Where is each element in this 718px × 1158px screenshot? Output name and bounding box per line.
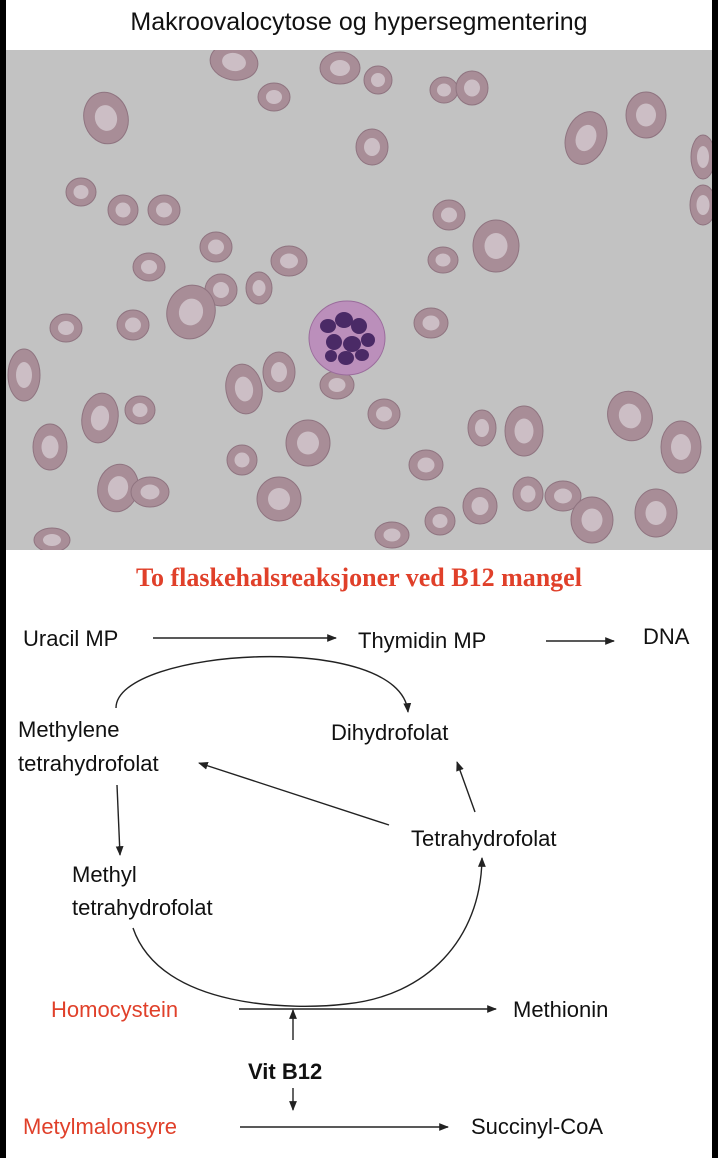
red-blood-cell <box>356 129 388 165</box>
red-blood-cell <box>320 52 360 84</box>
red-blood-cell <box>131 477 169 507</box>
red-blood-cell <box>364 66 392 94</box>
red-blood-cell <box>246 272 272 304</box>
arrow-methyl-to-tetrahydrofolat <box>133 858 482 1006</box>
red-blood-cell <box>258 83 290 111</box>
arrow-methylene-to-methyl <box>117 785 120 855</box>
red-blood-cell <box>33 424 67 470</box>
red-blood-cell <box>263 352 295 392</box>
red-blood-cell <box>571 497 613 543</box>
red-blood-cell <box>433 200 465 230</box>
red-blood-cell <box>414 308 448 338</box>
nucleus-lobe <box>355 349 369 361</box>
node-vit-b12: Vit B12 <box>248 1057 322 1087</box>
red-blood-cell <box>133 253 165 281</box>
blood-smear-micrograph <box>6 50 712 550</box>
red-blood-cell <box>125 396 155 424</box>
red-blood-cell <box>456 71 488 105</box>
red-blood-cell <box>117 310 149 340</box>
red-blood-cell <box>691 135 712 179</box>
red-blood-cell <box>286 420 330 466</box>
nucleus-lobe <box>343 336 361 352</box>
arrow-methylene-to-dihydrofolat <box>116 657 408 712</box>
nucleus-lobe <box>351 318 367 334</box>
red-blood-cell <box>513 477 543 511</box>
nucleus-lobe <box>326 334 342 350</box>
red-blood-cell <box>409 450 443 480</box>
arrow-tetrahydrofolat-to-dihydrofolat <box>457 762 475 812</box>
node-methionin: Methionin <box>513 995 608 1025</box>
nucleus-lobe <box>338 351 354 365</box>
node-methyl-line1: Methyl <box>72 860 137 890</box>
red-blood-cell <box>661 421 701 473</box>
red-blood-cell <box>690 185 712 225</box>
node-thymidin-mp: Thymidin MP <box>358 626 486 656</box>
nucleus-lobe <box>320 319 336 333</box>
nucleus-lobe <box>325 350 337 362</box>
node-uracil-mp: Uracil MP <box>23 624 118 654</box>
red-blood-cell <box>473 220 519 272</box>
red-blood-cell <box>425 507 455 535</box>
nucleus-lobe <box>335 312 353 328</box>
red-blood-cell <box>271 246 307 276</box>
node-methylene-line1: Methylene <box>18 715 120 745</box>
red-blood-cell <box>66 178 96 206</box>
red-blood-cell <box>227 445 257 475</box>
red-blood-cell <box>257 477 301 521</box>
red-blood-cell <box>505 406 543 456</box>
red-blood-cell <box>468 410 496 446</box>
red-blood-cell <box>108 195 138 225</box>
red-blood-cell <box>8 349 40 401</box>
neutrophil <box>309 301 385 375</box>
red-blood-cell <box>34 528 70 550</box>
node-tetrahydrofolat: Tetrahydrofolat <box>411 824 557 854</box>
red-blood-cell <box>148 195 180 225</box>
node-succinyl-coa: Succinyl-CoA <box>471 1112 603 1142</box>
red-blood-cell <box>200 232 232 262</box>
node-dihydrofolat: Dihydrofolat <box>331 718 448 748</box>
arrow-tetrahydrofolat-to-methylene <box>199 763 389 825</box>
node-homocystein: Homocystein <box>51 995 178 1025</box>
nucleus-lobe <box>361 333 375 347</box>
red-blood-cell <box>430 77 458 103</box>
node-dna: DNA <box>643 622 689 652</box>
red-blood-cell <box>463 488 497 524</box>
red-blood-cell <box>428 247 458 273</box>
node-methylene-line2: tetrahydrofolat <box>18 749 159 779</box>
red-blood-cell <box>50 314 82 342</box>
red-blood-cell <box>626 92 666 138</box>
diagram-title: To flaskehalsreaksjoner ved B12 mangel <box>6 563 712 593</box>
micrograph-title: Makroovalocytose og hypersegmentering <box>6 8 712 37</box>
slide-frame: Makroovalocytose og hypersegmentering To… <box>6 0 712 1158</box>
red-blood-cell <box>375 522 409 548</box>
node-metylmalonsyre: Metylmalonsyre <box>23 1112 177 1142</box>
red-blood-cell <box>368 399 400 429</box>
node-methyl-line2: tetrahydrofolat <box>72 893 213 923</box>
red-blood-cell <box>635 489 677 537</box>
